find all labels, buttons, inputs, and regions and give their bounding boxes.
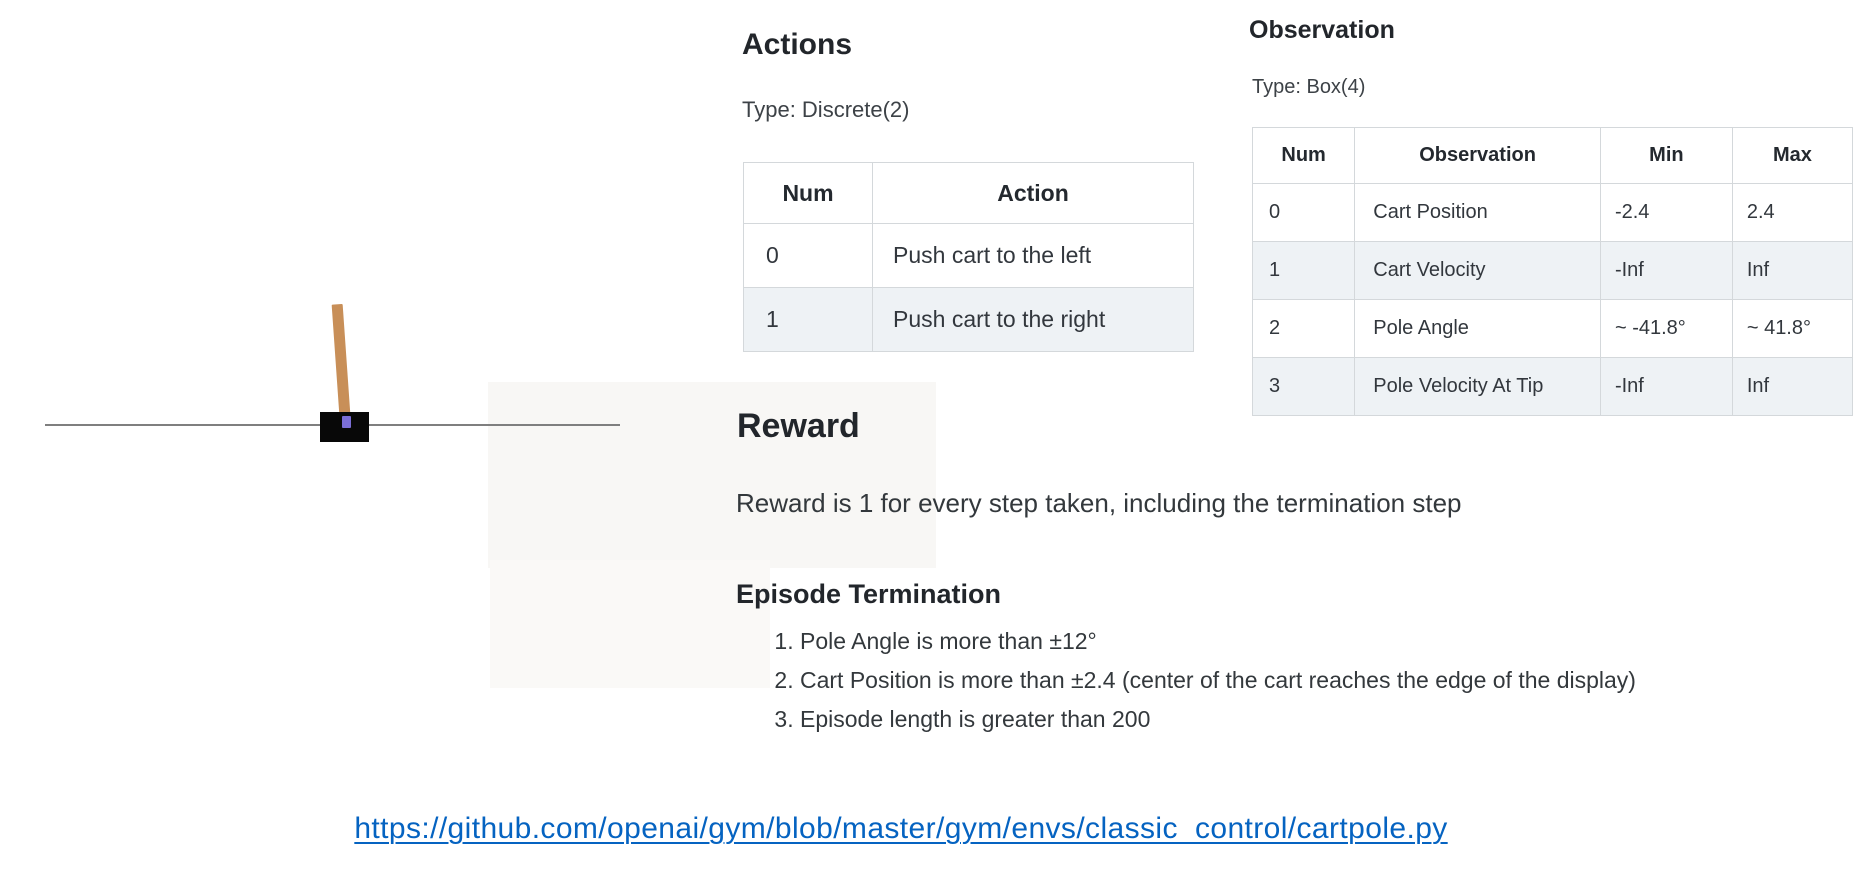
table-cell: 1 — [743, 287, 873, 352]
table-cell: ~ -41.8° — [1599, 299, 1733, 358]
reward-heading: Reward — [737, 407, 860, 445]
table-cell: -Inf — [1599, 357, 1733, 416]
list-item: Cart Position is more than ±2.4 (center … — [800, 669, 1636, 692]
table-cell: -2.4 — [1599, 183, 1733, 242]
table-header-cell: Min — [1599, 127, 1733, 184]
table-header-cell: Num — [1251, 127, 1356, 184]
table-cell: Pole Velocity At Tip — [1354, 357, 1601, 416]
table-cell: -Inf — [1599, 241, 1733, 300]
table-header-cell: Action — [872, 162, 1194, 224]
table-cell: Push cart to the left — [872, 223, 1194, 288]
observation-heading: Observation — [1249, 16, 1395, 44]
table-cell: 0 — [743, 223, 873, 288]
table-cell: 1 — [1251, 241, 1356, 300]
table-cell: Cart Position — [1354, 183, 1601, 242]
table-header-cell: Num — [743, 162, 873, 224]
table-cell: ~ 41.8° — [1731, 299, 1853, 358]
paste-artifact-patch — [490, 560, 770, 688]
episode-termination-list: Pole Angle is more than ±12° Cart Positio… — [736, 630, 1636, 747]
table-header-cell: Observation — [1354, 127, 1601, 184]
table-header-cell: Max — [1731, 127, 1853, 184]
table-cell: Inf — [1731, 241, 1853, 300]
source-link[interactable]: https://github.com/openai/gym/blob/maste… — [354, 812, 1448, 845]
table-cell: Inf — [1731, 357, 1853, 416]
cartpole-axle-pin — [342, 416, 351, 428]
table-cell: Cart Velocity — [1354, 241, 1601, 300]
list-item: Pole Angle is more than ±12° — [800, 630, 1636, 653]
table-cell: 0 — [1251, 183, 1356, 242]
list-item: Episode length is greater than 200 — [800, 708, 1636, 731]
table-cell: Push cart to the right — [872, 287, 1194, 352]
table-cell: 2.4 — [1731, 183, 1853, 242]
actions-heading: Actions — [742, 28, 853, 61]
table-cell: 3 — [1251, 357, 1356, 416]
paste-artifact-patch — [488, 382, 936, 568]
table-cell: Pole Angle — [1354, 299, 1601, 358]
actions-type-label: Type: Discrete(2) — [742, 97, 910, 122]
cartpole-pole — [331, 303, 351, 425]
table-cell: 2 — [1251, 299, 1356, 358]
observation-type-label: Type: Box(4) — [1252, 76, 1366, 98]
reward-body-text: Reward is 1 for every step taken, includ… — [736, 488, 1462, 518]
episode-termination-heading: Episode Termination — [736, 579, 1002, 609]
